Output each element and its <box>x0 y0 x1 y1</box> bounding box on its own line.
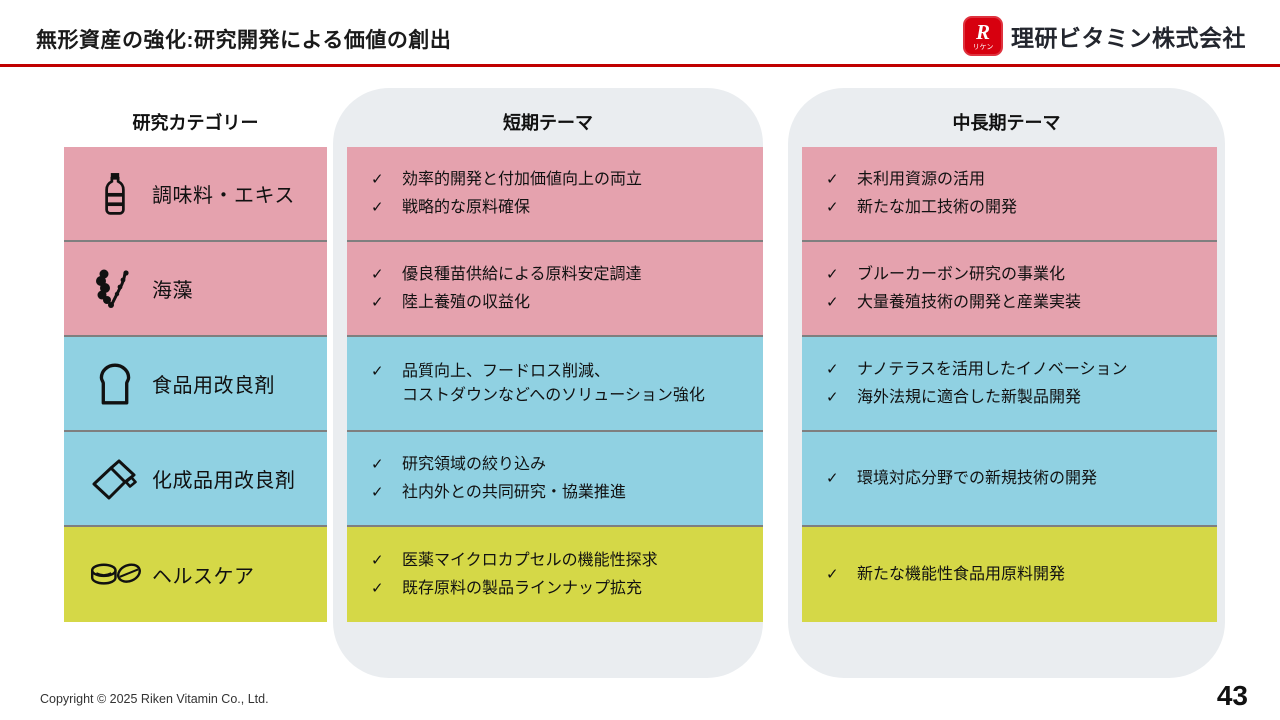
theme-item: ✓ 研究領域の絞り込み <box>371 453 753 476</box>
theme-item: ✓ 効率的開発と付加価値向上の両立 <box>371 168 753 191</box>
theme-text: 海外法規に適合した新製品開発 <box>857 388 1082 406</box>
theme-text: 未利用資源の活用 <box>857 171 986 189</box>
mid-long-term-cell-1: ✓ 未利用資源の活用 ✓ 新たな加工技術の開発 <box>802 147 1217 242</box>
theme-item: ✓ 医薬マイクロカプセルの機能性探求 <box>371 549 753 572</box>
category-label: ヘルスケア <box>152 566 255 588</box>
theme-text: 環境対応分野での新規技術の開発 <box>857 469 1098 487</box>
check-icon: ✓ <box>826 565 839 583</box>
mid-long-term-cell-3: ✓ ナノテラスを活用したイノベーション ✓ 海外法規に適合した新製品開発 <box>802 337 1217 432</box>
theme-item: ✓ 未利用資源の活用 <box>826 168 1207 191</box>
check-icon: ✓ <box>371 579 384 597</box>
theme-text: 既存原料の製品ラインナップ拡充 <box>402 579 643 597</box>
theme-text: 陸上養殖の収益化 <box>402 293 531 311</box>
bread-icon <box>88 361 142 407</box>
check-icon: ✓ <box>371 456 384 474</box>
check-icon: ✓ <box>371 363 384 381</box>
theme-text: 効率的開発と付加価値向上の両立 <box>402 171 643 189</box>
mid-long-term-cell-2: ✓ ブルーカーボン研究の事業化 ✓ 大量養殖技術の開発と産業実装 <box>802 242 1217 337</box>
column-header-mid-long-term: 中長期テーマ <box>952 113 1061 133</box>
theme-item: ✓ 社内外との共同研究・協業推進 <box>371 481 753 504</box>
bottle-icon <box>88 172 142 216</box>
pills-icon <box>88 557 142 593</box>
theme-item: ✓ 新たな加工技術の開発 <box>826 196 1207 219</box>
mid-long-term-column: ✓ 未利用資源の活用 ✓ 新たな加工技術の開発 ✓ ブルーカーボン研究の事業化 ✓ 大量養殖技… <box>802 147 1217 622</box>
theme-text: 医薬マイクロカプセルの機能性探求 <box>402 552 658 570</box>
theme-text: 研究領域の絞り込み <box>402 456 547 474</box>
theme-item: ✓ 大量養殖技術の開発と産業実装 <box>826 291 1207 314</box>
column-header-category: 研究カテゴリー <box>132 113 259 133</box>
logo-r-mark: R <box>975 19 990 44</box>
check-icon: ✓ <box>826 266 839 284</box>
category-cell-4: 化成品用改良剤 <box>64 432 327 527</box>
theme-item: ✓ 品質向上、フードロス削減、 コストダウンなどへのソリューション強化 <box>371 360 753 406</box>
category-label: 海藻 <box>152 280 193 302</box>
theme-text: 優良種苗供給による原料安定調達 <box>402 266 642 284</box>
theme-text: ナノテラスを活用したイノベーション <box>857 361 1128 379</box>
check-icon: ✓ <box>371 293 384 311</box>
category-label: 化成品用改良剤 <box>152 470 296 492</box>
check-icon: ✓ <box>371 266 384 284</box>
column-header-short-term: 短期テーマ <box>503 113 593 133</box>
short-term-cell-5: ✓ 医薬マイクロカプセルの機能性探求 ✓ 既存原料の製品ラインナップ拡充 <box>347 527 763 622</box>
theme-text: 新たな機能性食品用原料開発 <box>857 565 1066 583</box>
company-name: 理研ビタミン株式会社 <box>1011 25 1246 51</box>
theme-item: ✓ 新たな機能性食品用原料開発 <box>826 563 1207 586</box>
page-title: 無形資産の強化:研究開発による価値の創出 <box>36 29 452 52</box>
theme-text: 品質向上、フードロス削減、 コストダウンなどへのソリューション強化 <box>402 363 705 404</box>
category-cell-3: 食品用改良剤 <box>64 337 327 432</box>
film-icon <box>88 457 142 501</box>
check-icon: ✓ <box>826 293 839 311</box>
title-divider <box>0 64 1280 67</box>
theme-text: 戦略的な原料確保 <box>402 198 531 216</box>
check-icon: ✓ <box>826 361 839 379</box>
short-term-cell-4: ✓ 研究領域の絞り込み ✓ 社内外との共同研究・協業推進 <box>347 432 763 527</box>
theme-text: 大量養殖技術の開発と産業実装 <box>857 293 1082 311</box>
check-icon: ✓ <box>826 388 839 406</box>
theme-item: ✓ ブルーカーボン研究の事業化 <box>826 263 1207 286</box>
theme-item: ✓ 海外法規に適合した新製品開発 <box>826 386 1207 409</box>
logo-sub-label: リケン <box>972 43 994 51</box>
short-term-column: ✓ 効率的開発と付加価値向上の両立 ✓ 戦略的な原料確保 ✓ 優良種苗供給による原料安定調… <box>347 147 763 622</box>
theme-item: ✓ 環境対応分野での新規技術の開発 <box>826 467 1207 490</box>
category-cell-2: 海藻 <box>64 242 327 337</box>
theme-item: ✓ 優良種苗供給による原料安定調達 <box>371 263 753 286</box>
category-cell-1: 調味料・エキス <box>64 147 327 242</box>
check-icon: ✓ <box>371 552 384 570</box>
category-cell-5: ヘルスケア <box>64 527 327 622</box>
category-label: 食品用改良剤 <box>152 375 275 397</box>
check-icon: ✓ <box>826 469 839 487</box>
theme-item: ✓ 陸上養殖の収益化 <box>371 291 753 314</box>
category-label: 調味料・エキス <box>152 185 295 207</box>
check-icon: ✓ <box>371 171 384 189</box>
page-number: 43 <box>1216 680 1248 711</box>
seaweed-icon <box>88 267 142 311</box>
category-column: 調味料・エキス海藻食品用改良剤化成品用改良剤ヘルスケア <box>64 147 327 622</box>
theme-text: 社内外との共同研究・協業推進 <box>402 483 626 501</box>
check-icon: ✓ <box>826 171 839 189</box>
theme-text: 新たな加工技術の開発 <box>857 198 1018 216</box>
mid-long-term-cell-4: ✓ 環境対応分野での新規技術の開発 <box>802 432 1217 527</box>
theme-item: ✓ 既存原料の製品ラインナップ拡充 <box>371 577 753 600</box>
theme-text: ブルーカーボン研究の事業化 <box>857 266 1066 284</box>
riken-logo-icon: R リケン <box>963 16 1003 56</box>
theme-item: ✓ 戦略的な原料確保 <box>371 196 753 219</box>
short-term-cell-1: ✓ 効率的開発と付加価値向上の両立 ✓ 戦略的な原料確保 <box>347 147 763 242</box>
mid-long-term-cell-5: ✓ 新たな機能性食品用原料開発 <box>802 527 1217 622</box>
short-term-cell-2: ✓ 優良種苗供給による原料安定調達 ✓ 陸上養殖の収益化 <box>347 242 763 337</box>
copyright: Copyright © 2025 Riken Vitamin Co., Ltd. <box>40 692 269 706</box>
check-icon: ✓ <box>826 198 839 216</box>
company-logo: R リケン 理研ビタミン株式会社 <box>963 16 1246 56</box>
short-term-cell-3: ✓ 品質向上、フードロス削減、 コストダウンなどへのソリューション強化 <box>347 337 763 432</box>
check-icon: ✓ <box>371 198 384 216</box>
check-icon: ✓ <box>371 483 384 501</box>
theme-item: ✓ ナノテラスを活用したイノベーション <box>826 358 1207 381</box>
